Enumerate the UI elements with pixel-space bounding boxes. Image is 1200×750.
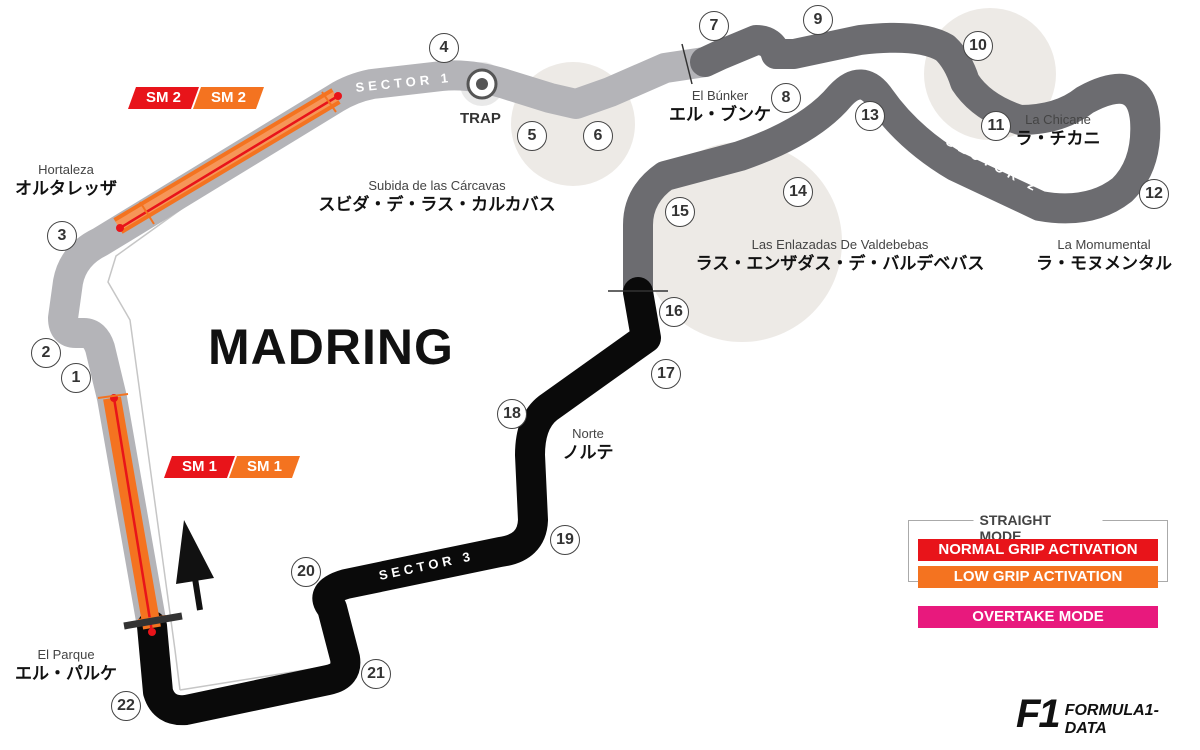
turn-6: 6 (583, 121, 613, 151)
straight-mode-zone-2 (113, 88, 342, 234)
sm-zone-2-low: SM 2 (211, 89, 247, 106)
turn-7: 7 (699, 11, 729, 41)
brand-logo: F1 FORMULA1-DATA (1016, 690, 1200, 738)
corner-name-en: Norte (572, 426, 604, 441)
turn-17: 17 (651, 359, 681, 389)
corner-name-en: Hortaleza (38, 162, 94, 177)
track-sector-3 (137, 277, 661, 726)
corner-name-norte: Norte ノルテ (563, 426, 614, 464)
corner-name-en: La Chicane (1025, 112, 1091, 127)
corner-name-en: Las Enlazadas De Valdebebas (751, 237, 929, 252)
sm-zone-1-normal: SM 1 (182, 458, 218, 475)
f1-logo: F1 (1016, 691, 1061, 736)
track-sector-2 (623, 22, 1161, 307)
corner-name-hortaleza: Hortaleza オルタレッザ (15, 162, 117, 200)
sm-zone-2-tag: SM 2 SM 2 (127, 87, 265, 109)
corner-name-enlazadas: Las Enlazadas De Valdebebas ラス・エンザダス・デ・バ… (696, 237, 985, 275)
brand-text: FORMULA1-DATA (1064, 702, 1159, 737)
straight-mode-zone-1 (97, 393, 167, 636)
legend-overtake: OVERTAKE MODE (918, 606, 1158, 628)
turn-16: 16 (659, 297, 689, 327)
turn-3: 3 (47, 221, 77, 251)
turn-10: 10 (963, 31, 993, 61)
corner-name-en: El Parque (37, 647, 95, 662)
turn-5: 5 (517, 121, 547, 151)
turn-19: 19 (550, 525, 580, 555)
corner-name-jp: ラ・チカニ (1015, 129, 1101, 149)
sm-zone-1-low: SM 1 (247, 458, 283, 475)
pitlane-line (107, 97, 337, 691)
sector-line-1 (681, 43, 693, 85)
legend-low-grip: LOW GRIP ACTIVATION (918, 566, 1158, 588)
sm-zone-2-normal: SM 2 (146, 89, 182, 106)
corner-name-bunker: El Búnker エル・ブンケ (669, 88, 771, 126)
circuit-title: MADRING (208, 319, 454, 375)
corner-name-en: El Búnker (691, 88, 749, 103)
turn-14: 14 (783, 177, 813, 207)
start-finish-line (123, 612, 183, 630)
corner-name-jp: ラ・モヌメンタル (1036, 254, 1172, 274)
turn-15: 15 (665, 197, 695, 227)
turn-12: 12 (1139, 179, 1169, 209)
speed-trap-icon (466, 68, 498, 100)
turn-20: 20 (291, 557, 321, 587)
corner-name-jp: オルタレッザ (15, 179, 117, 199)
turn-8: 8 (771, 83, 801, 113)
legend-normal-grip: NORMAL GRIP ACTIVATION (918, 539, 1158, 561)
turn-9: 9 (803, 5, 833, 35)
sm-zone-1-tag: SM 1 SM 1 (163, 456, 301, 478)
turn-22: 22 (111, 691, 141, 721)
turn-18: 18 (497, 399, 527, 429)
turn-1: 1 (61, 363, 91, 393)
turn-13: 13 (855, 101, 885, 131)
corner-name-chicane: La Chicane ラ・チカニ (1016, 112, 1101, 150)
direction-arrow-icon (176, 520, 214, 611)
corner-name-momumental: La Momumental ラ・モヌメンタル (1036, 237, 1172, 275)
turn-2: 2 (31, 338, 61, 368)
corner-name-jp: ラス・エンザダス・デ・バルデベバス (695, 254, 985, 274)
corner-name-en: Subida de las Cárcavas (368, 178, 506, 193)
trap-label: TRAP (460, 110, 501, 127)
corner-name-subida: Subida de las Cárcavas スビダ・デ・ラス・カルカバス (318, 178, 555, 216)
corner-name-en: La Momumental (1057, 237, 1151, 252)
corner-name-jp: ノルテ (562, 443, 614, 463)
corner-name-parque: El Parque エル・パルケ (15, 647, 117, 685)
corner-name-jp: スビダ・デ・ラス・カルカバス (318, 195, 556, 215)
straight-mode-legend: STRAIGHT MODE NORMAL GRIP ACTIVATION LOW… (908, 512, 1168, 642)
turn-21: 21 (361, 659, 391, 689)
turn-4: 4 (429, 33, 459, 63)
turn-11: 11 (981, 111, 1011, 141)
corner-name-jp: エル・ブンケ (669, 105, 771, 125)
corner-name-jp: エル・パルケ (15, 664, 117, 684)
